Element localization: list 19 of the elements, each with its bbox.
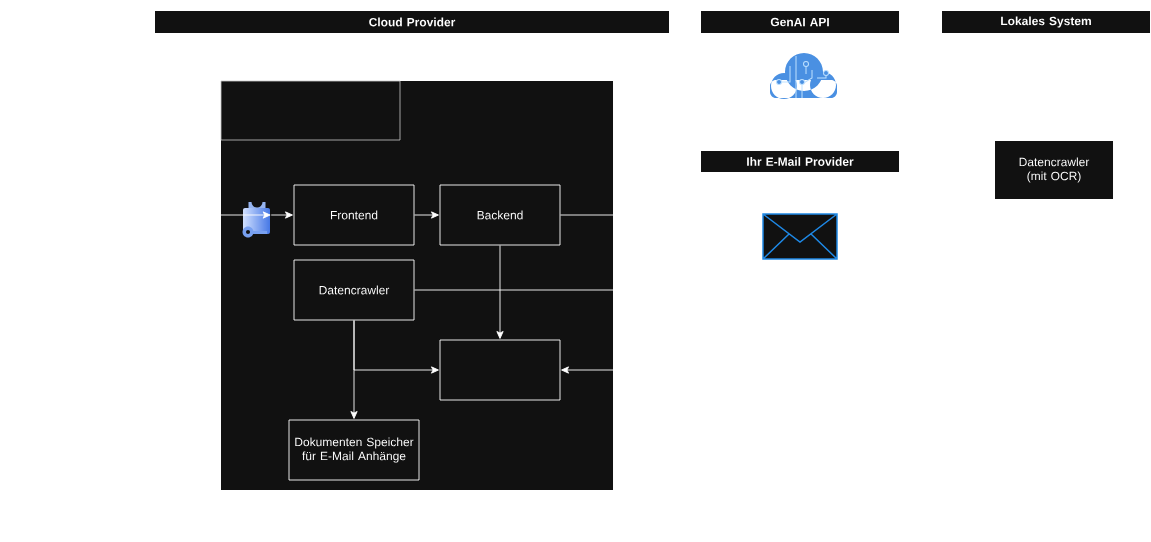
arrow	[353, 320, 439, 374]
arrow	[220, 211, 271, 219]
process-box: Backend	[439, 184, 561, 246]
arrow	[414, 211, 439, 219]
process-box	[439, 339, 561, 401]
header-bar: Ihr E-Mail Provider	[701, 151, 899, 172]
process-box: Frontend	[293, 184, 415, 246]
process-box: Datencrawler	[293, 259, 415, 321]
header-bar: Cloud Provider	[155, 11, 669, 33]
engine-box	[220, 80, 401, 141]
process-box: Dokumenten Speicher für E-Mail Anhänge	[288, 419, 420, 481]
arrow	[561, 366, 614, 374]
arrow	[496, 245, 504, 339]
arrow	[270, 211, 293, 219]
header-bar: GenAI API	[701, 11, 899, 33]
padlock-drawing	[242, 200, 270, 238]
header-bar: Lokales System	[942, 11, 1150, 33]
process-box: Datencrawler (mit OCR)	[995, 141, 1113, 199]
cluster-panel	[221, 81, 613, 490]
